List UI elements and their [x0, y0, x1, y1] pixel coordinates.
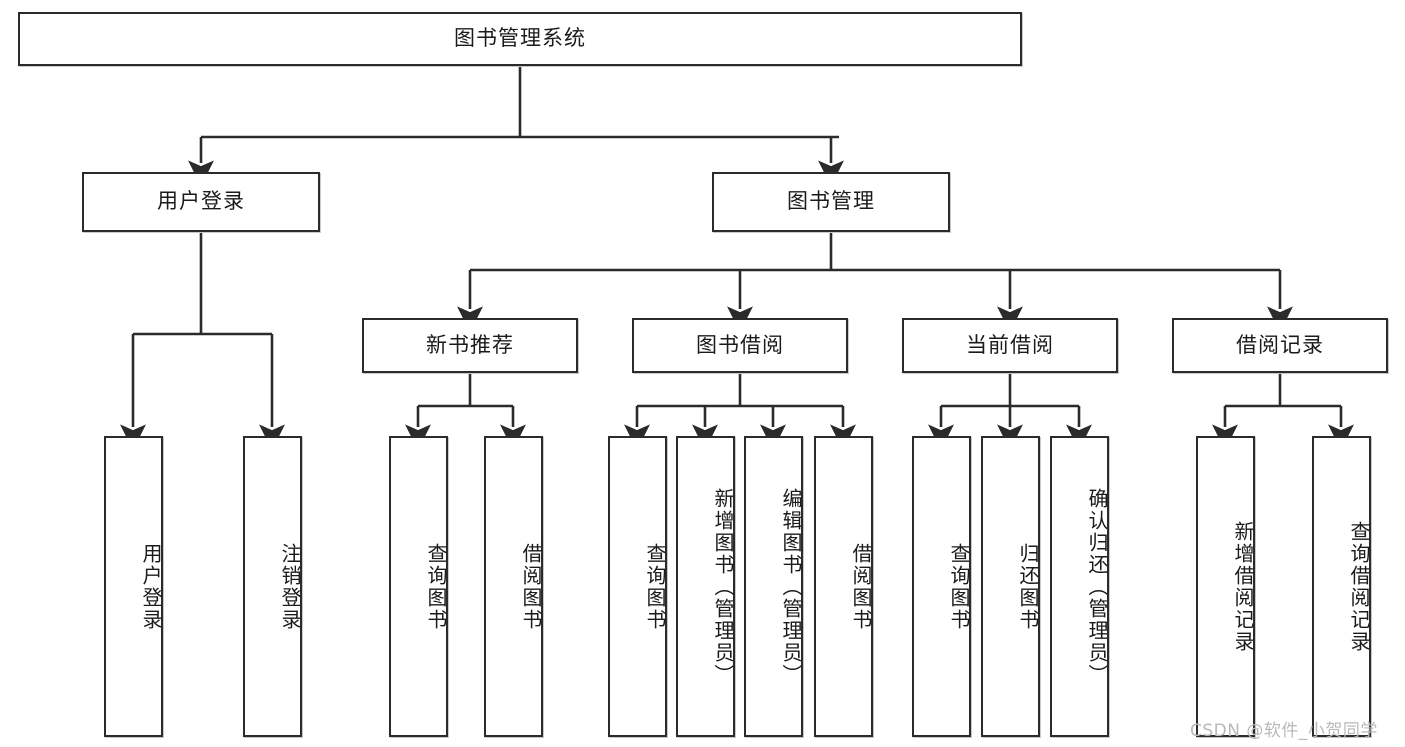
leaf-book-borrow-edit-admin[interactable]: 编辑图书（管理员） [744, 436, 803, 737]
leaf-current-borrow-query[interactable]: 查询图书 [912, 436, 971, 737]
leaf-borrow-record-add[interactable]: 新增借阅记录 [1196, 436, 1255, 737]
node-root-book-management-system[interactable]: 图书管理系统 [18, 12, 1022, 66]
leaf-user-login-signin[interactable]: 用户登录 [104, 436, 163, 737]
leaf-user-login-signout[interactable]: 注销登录 [243, 436, 302, 737]
node-borrow-record[interactable]: 借阅记录 [1172, 318, 1388, 373]
node-current-borrow[interactable]: 当前借阅 [902, 318, 1118, 373]
leaf-book-borrow-borrow[interactable]: 借阅图书 [814, 436, 873, 737]
node-book-borrow[interactable]: 图书借阅 [632, 318, 848, 373]
node-book-management[interactable]: 图书管理 [712, 172, 950, 232]
leaf-book-borrow-add-admin[interactable]: 新增图书（管理员） [676, 436, 735, 737]
node-new-book-recommend[interactable]: 新书推荐 [362, 318, 578, 373]
leaf-new-book-borrow[interactable]: 借阅图书 [484, 436, 543, 737]
leaf-book-borrow-query[interactable]: 查询图书 [608, 436, 667, 737]
leaf-new-book-query[interactable]: 查询图书 [389, 436, 448, 737]
leaf-current-borrow-return[interactable]: 归还图书 [981, 436, 1040, 737]
leaf-current-borrow-confirm-admin[interactable]: 确认归还（管理员） [1050, 436, 1109, 737]
leaf-borrow-record-query[interactable]: 查询借阅记录 [1312, 436, 1371, 737]
node-user-login[interactable]: 用户登录 [82, 172, 320, 232]
